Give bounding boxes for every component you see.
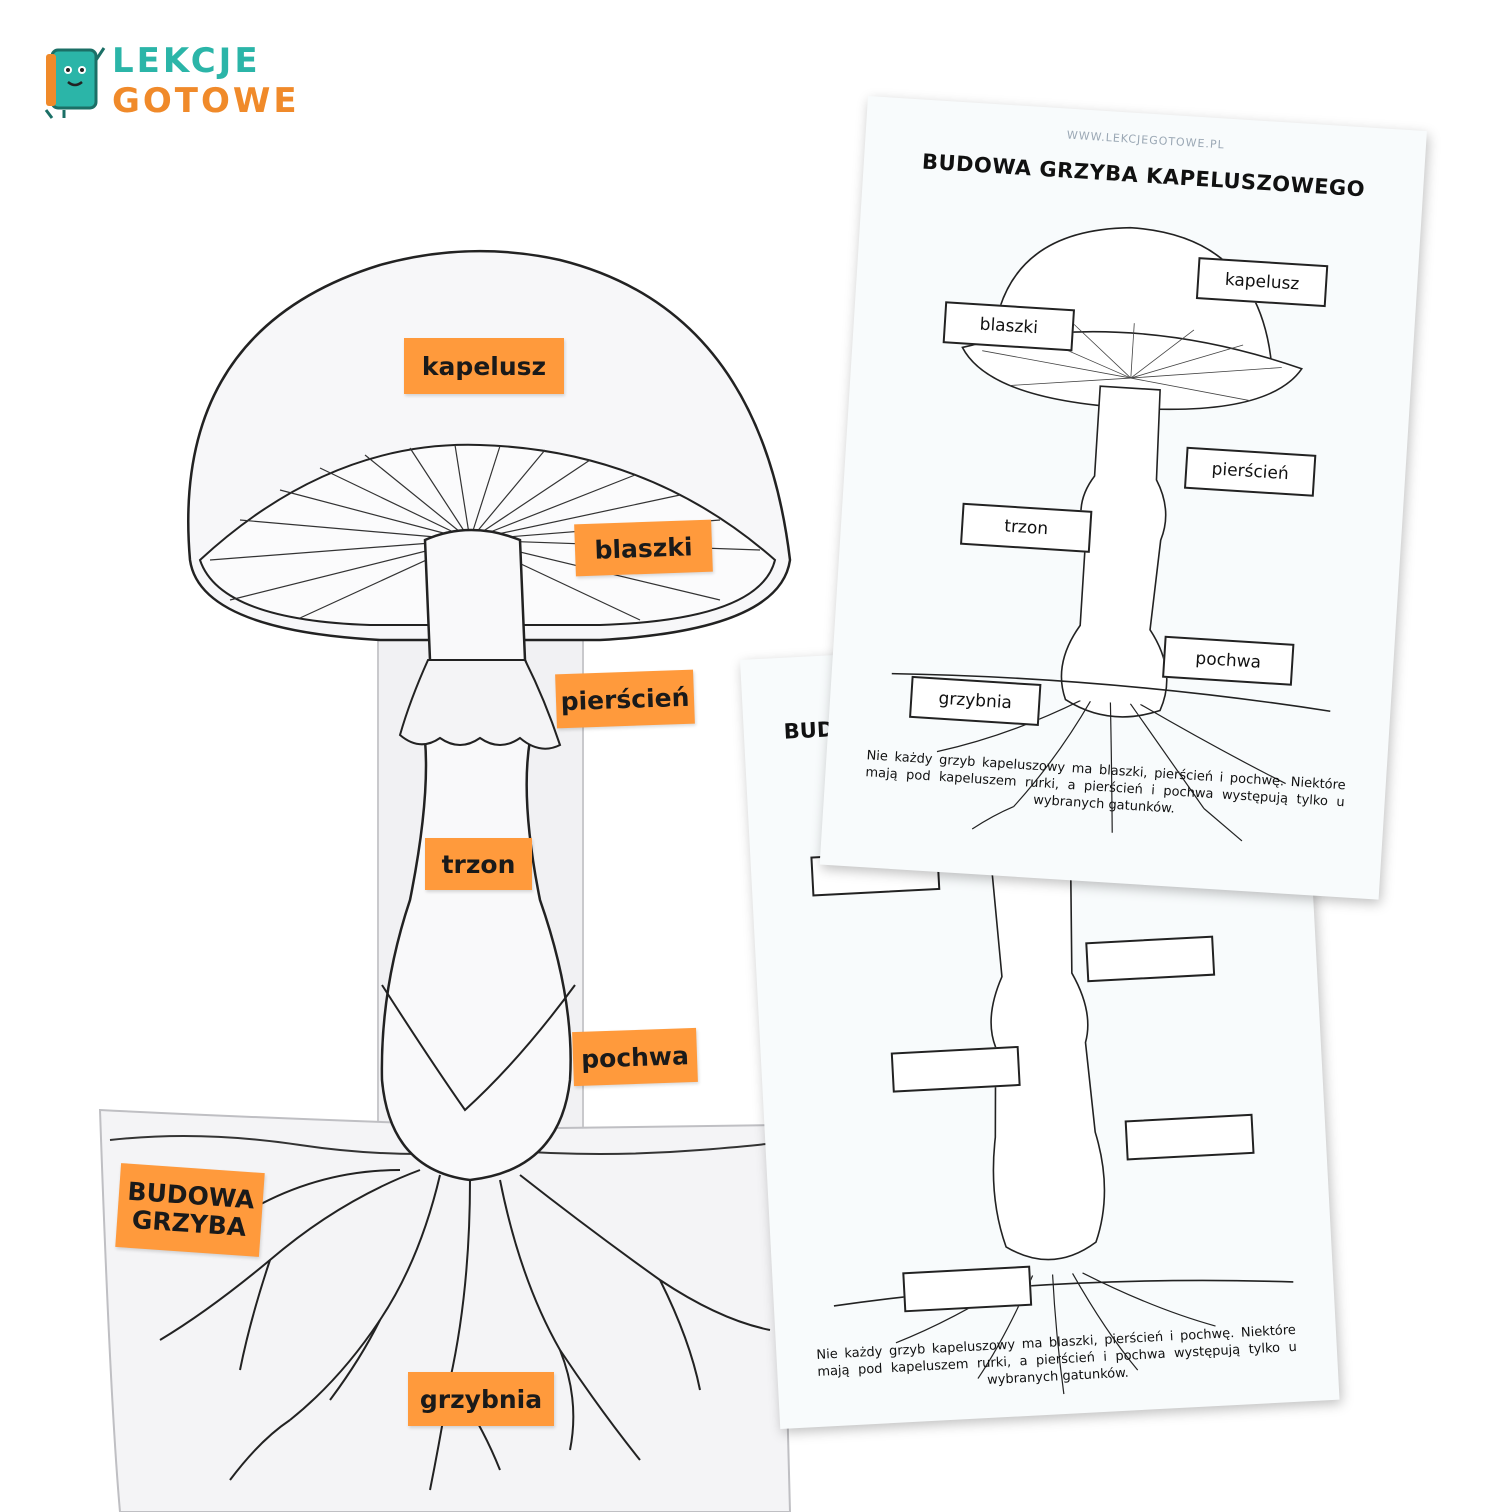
worksheet-label-ring: pierścień — [1183, 446, 1317, 497]
brand-logo: LEKCJE GOTOWE — [40, 38, 297, 128]
worksheet-back-box-stem — [890, 1045, 1021, 1093]
worksheet-front-roots — [936, 699, 1286, 842]
worksheet-back-box-ring — [1085, 935, 1216, 983]
worksheet-label-gills: blaszki — [942, 301, 1076, 352]
model-label-mycelium: grzybnia — [408, 1372, 554, 1426]
model-label-ring: pierścień — [555, 669, 695, 729]
worksheet-label-stem: trzon — [960, 502, 1093, 553]
mycelium-roots — [149, 1169, 771, 1491]
worksheet-back-box-volva — [1124, 1113, 1255, 1161]
model-label-stem: trzon — [425, 838, 532, 890]
worksheet-label-volva: pochwa — [1162, 635, 1295, 686]
brand-line-1: LEKCJE — [112, 41, 261, 81]
model-title-line-2: GRZYBA — [130, 1205, 248, 1242]
volva-shape — [381, 984, 576, 1112]
worksheet-back-box-mycelium — [902, 1265, 1033, 1313]
ring-shape — [398, 659, 562, 750]
book-mascot-icon — [44, 47, 106, 119]
worksheet-front: WWW.LEKCJEGOTOWE.PL BUDOWA GRZYBA KAPELU… — [819, 96, 1427, 900]
worksheet-front-diagram — [891, 226, 1331, 718]
model-label-gills: blaszki — [574, 519, 713, 577]
model-label-cap: kapelusz — [404, 338, 564, 394]
brand-line-2: GOTOWE — [112, 81, 300, 121]
worksheet-label-mycelium: grzybnia — [909, 675, 1042, 726]
model-label-volva: pochwa — [572, 1027, 698, 1087]
model-title-label: BUDOWA GRZYBA — [115, 1163, 265, 1257]
worksheet-label-cap: kapelusz — [1195, 257, 1329, 308]
